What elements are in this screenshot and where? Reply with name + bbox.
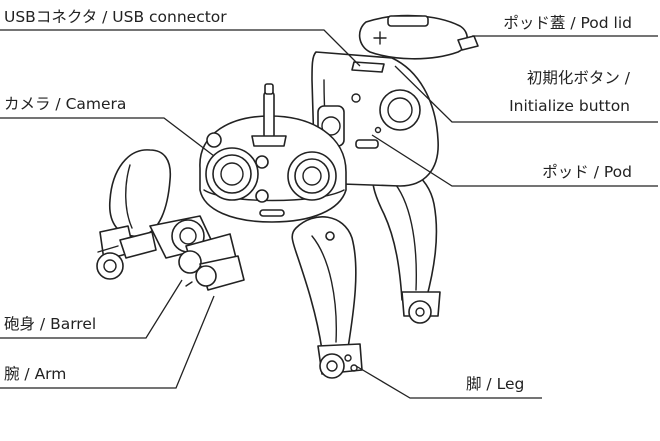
body-dome bbox=[199, 83, 347, 223]
pod-lid-label: ポッド蓋 / Pod lid bbox=[503, 14, 632, 32]
leader-lines bbox=[0, 29, 658, 399]
rear-right-leg bbox=[372, 164, 441, 324]
rear-left-leg bbox=[96, 149, 172, 280]
front-right-leg bbox=[291, 216, 363, 379]
barrel-label: 砲身 / Barrel bbox=[4, 315, 97, 333]
pod-lid bbox=[358, 14, 479, 60]
barrel bbox=[178, 233, 245, 291]
usb-connector-label: USBコネクタ / USB connector bbox=[4, 8, 227, 26]
leg-label: 脚 / Leg bbox=[466, 375, 525, 393]
initialize-button-label-line1: 初期化ボタン / bbox=[526, 69, 630, 87]
arm-label: 腕 / Arm bbox=[4, 365, 67, 383]
pod-label: ポッド / Pod bbox=[542, 163, 632, 181]
initialize-button-label-line2: Initialize button bbox=[509, 97, 630, 115]
pod bbox=[311, 51, 439, 187]
camera-label: カメラ / Camera bbox=[4, 95, 127, 113]
